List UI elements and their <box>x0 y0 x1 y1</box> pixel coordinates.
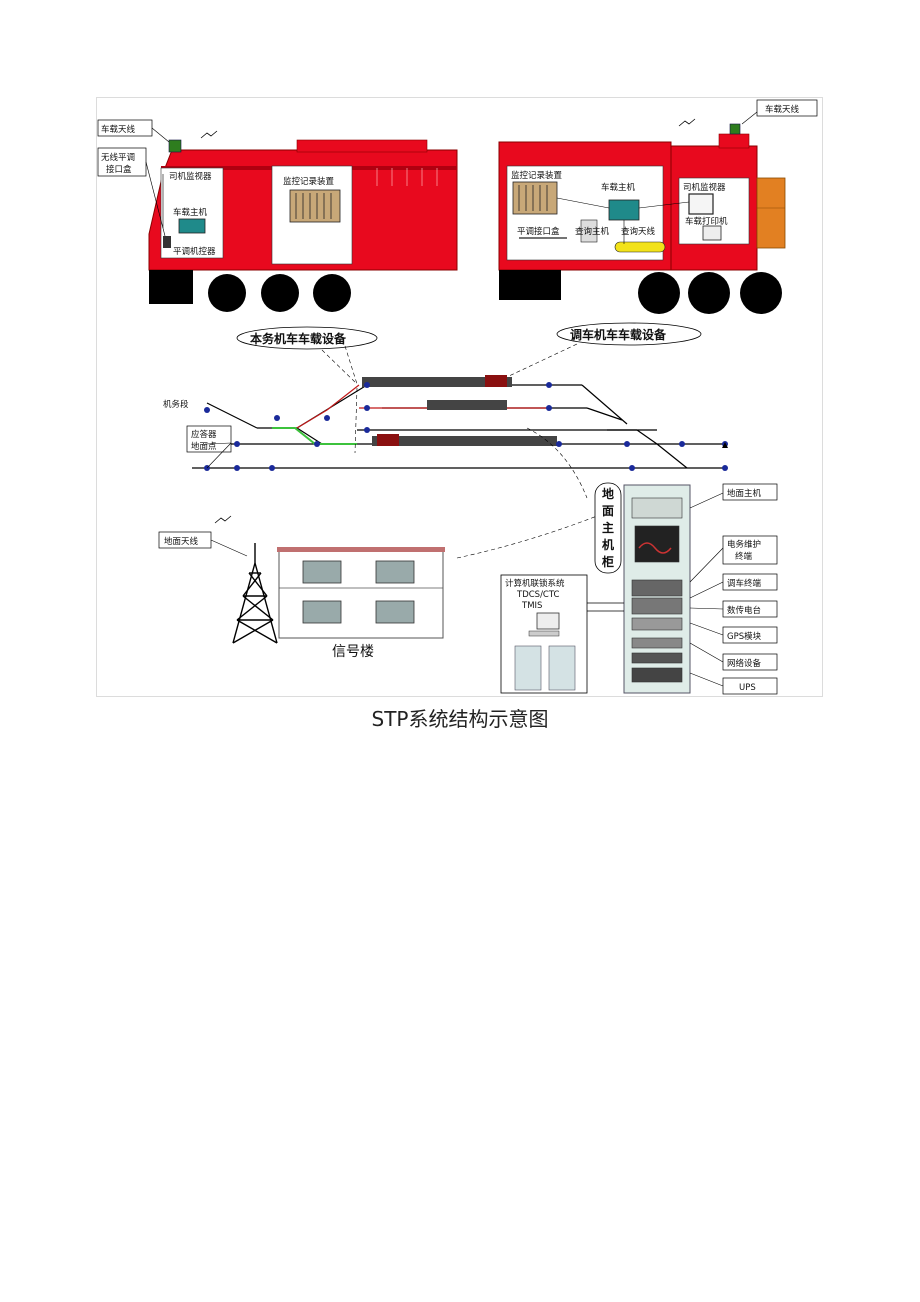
train-icon <box>427 400 507 410</box>
left-locomotive: 车载天线 无线平调 接口盒 司机监视器 车载主机 平调机控器 监控记录装置 <box>97 119 458 312</box>
ground-cabinet-icon <box>623 484 691 694</box>
group-callouts: 本务机车车载设备 调车机车车载设备 <box>236 322 702 385</box>
right-printer-label: 车载打印机 <box>685 216 728 227</box>
signal-markers <box>204 382 728 471</box>
depot-label: 机务段 <box>163 399 189 410</box>
left-group-label: 本务机车车载设备 <box>250 331 347 346</box>
transponder-label-1: 应答器 <box>191 429 217 440</box>
cabinet-label-char-2: 面 <box>602 504 614 518</box>
cabinet-label-char-5: 柜 <box>601 554 614 569</box>
right-antenna-label: 车载天线 <box>765 104 800 115</box>
cabinet-item-network: 网络设备 <box>727 658 762 669</box>
locomotive-icon <box>377 434 399 446</box>
tdcs-label: TDCS/CTC <box>516 590 560 600</box>
server-icon <box>548 645 576 691</box>
right-query-antenna-label: 查询天线 <box>621 226 656 237</box>
server-icon <box>514 645 542 691</box>
ground-equipment: 地面天线 信号楼 地 面 主 机 柜 <box>158 427 778 695</box>
query-host-icon <box>580 219 598 243</box>
right-recorder-label: 监控记录装置 <box>511 170 563 181</box>
interlock-label: 计算机联锁系统 <box>505 578 565 589</box>
wheel-icon <box>688 272 730 314</box>
yard-tracks: 应答器 地面点 机务段 <box>163 375 728 471</box>
wheel-icon <box>208 274 246 312</box>
locomotive-icon <box>485 375 507 387</box>
left-antenna-label: 车载天线 <box>101 124 136 135</box>
cabinet-item-maintenance-1: 电务维护 <box>727 539 761 550</box>
host-icon <box>178 218 206 234</box>
recorder-icon <box>289 189 341 223</box>
diagram-canvas: 车载天线 无线平调 接口盒 司机监视器 车载主机 平调机控器 监控记录装置 <box>97 99 818 695</box>
right-group-label: 调车机车车载设备 <box>570 327 667 342</box>
left-radio-box-label-1: 无线平调 <box>101 152 135 163</box>
computer-icon <box>536 612 560 630</box>
cabinet-label-char-1: 地 <box>602 486 614 501</box>
right-host-label: 车载主机 <box>601 182 636 193</box>
cabinet-item-radio: 数传电台 <box>727 605 761 616</box>
left-driver-monitor-label: 司机监视器 <box>169 171 212 182</box>
left-recorder-label: 监控记录装置 <box>283 176 335 187</box>
right-interface-box-label: 平调接口盒 <box>517 226 560 237</box>
query-antenna-icon <box>614 241 666 253</box>
figure-caption: STP系统结构示意图 <box>371 707 549 731</box>
cabinet-item-shunting: 调车终端 <box>727 578 762 589</box>
antenna-icon <box>168 139 182 153</box>
train-icon <box>362 377 512 387</box>
host-icon <box>608 199 640 221</box>
antenna-icon <box>729 123 741 135</box>
cabinet-item-maintenance-2: 终端 <box>735 551 753 562</box>
wheel-icon <box>740 272 782 314</box>
wheel-icon <box>261 274 299 312</box>
left-host-label: 车载主机 <box>173 207 208 218</box>
cabinet-item-gps: GPS模块 <box>727 631 762 642</box>
tmis-label: TMIS <box>521 601 542 611</box>
controller-icon <box>163 236 171 248</box>
cabinet-item-ups: UPS <box>739 683 756 693</box>
antenna-tower-icon <box>232 543 278 644</box>
right-query-host-label: 查询主机 <box>575 226 610 237</box>
right-locomotive: 车载天线 监控记录装置 车载主机 司机监视器 车载打印机 平调接口盒 查询主机 … <box>498 99 818 314</box>
left-radio-box-label-2: 接口盒 <box>106 164 132 175</box>
cabinet-label-char-3: 主 <box>602 520 614 535</box>
printer-icon <box>702 225 722 241</box>
wheel-icon <box>638 272 680 314</box>
signal-building-icon <box>277 547 445 639</box>
cabinet-label-char-4: 机 <box>602 537 614 552</box>
left-controller-label: 平调机控器 <box>173 246 216 257</box>
stp-system-diagram: 车载天线 无线平调 接口盒 司机监视器 车载主机 平调机控器 监控记录装置 <box>96 97 823 697</box>
right-driver-monitor-label: 司机监视器 <box>683 182 726 193</box>
monitor-icon <box>688 193 714 215</box>
signal-building-label: 信号楼 <box>332 644 374 660</box>
transponder-label-2: 地面点 <box>191 441 217 452</box>
cabinet-item-ground-host: 地面主机 <box>727 488 762 499</box>
recorder-icon <box>512 181 558 215</box>
train-icon <box>372 436 557 446</box>
ground-antenna-label: 地面天线 <box>164 536 199 547</box>
wheel-icon <box>313 274 351 312</box>
